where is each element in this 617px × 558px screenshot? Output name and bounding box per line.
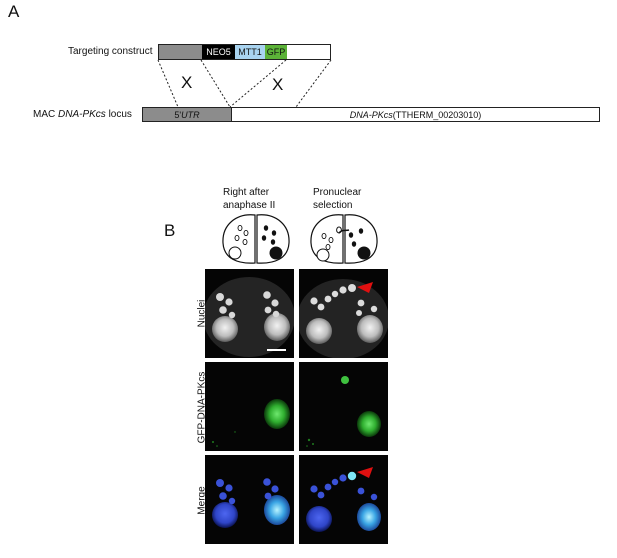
crossover-mark-left: X: [181, 73, 193, 92]
crossover-mark-right: X: [272, 75, 284, 94]
gfp-segment: GFP: [265, 45, 287, 59]
utr-segment: 5'UTR: [143, 108, 231, 121]
panel-b-letter: B: [164, 221, 176, 240]
mtt1-segment: MTT1: [235, 45, 265, 59]
micrograph-merge-anaphase: [205, 455, 294, 544]
panel-a-letter: A: [8, 2, 20, 21]
crossover-lines: [157, 59, 332, 108]
cell-schematic-pronuclear: [310, 214, 378, 264]
micrograph-gfp-pronuclear: [299, 362, 388, 451]
micrograph-nuclei-anaphase: [205, 269, 294, 358]
micrograph-gfp-anaphase: [205, 362, 294, 451]
gene-segment: DNA-PKcs (TTHERM_00203010): [231, 108, 599, 121]
micrograph-merge-pronuclear: [299, 455, 388, 544]
targeting-construct-label: Targeting construct: [68, 46, 153, 57]
locus-label: MAC DNA-PKcs locus: [33, 109, 132, 120]
locus-bar: 5'UTR DNA-PKcs (TTHERM_00203010): [142, 107, 600, 122]
targeting-construct-bar: NEO5 MTT1 GFP: [158, 44, 331, 60]
micrograph-nuclei-pronuclear: [299, 269, 388, 358]
construct-grey-segment: [159, 45, 202, 59]
neo5-segment: NEO5: [202, 45, 235, 59]
cell-schematic-anaphase: [222, 214, 290, 264]
